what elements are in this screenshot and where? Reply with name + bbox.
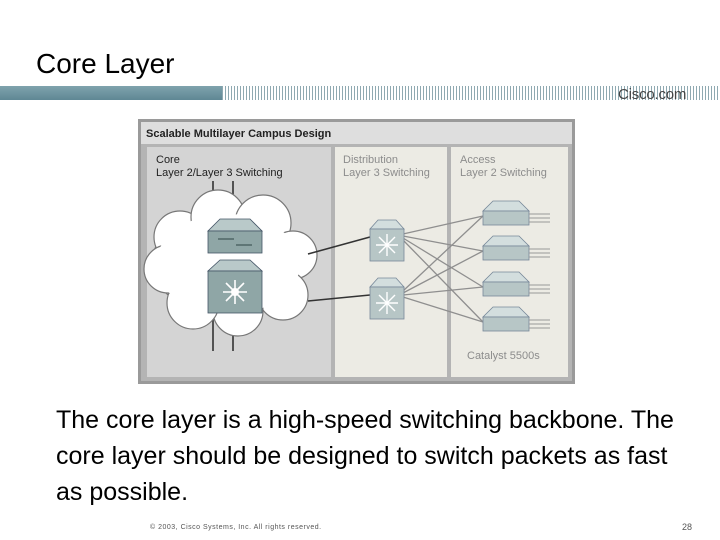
core-distribution-links (307, 236, 371, 302)
distribution-switch-icon (369, 277, 405, 320)
body-text: The core layer is a high-speed switching… (56, 406, 674, 506)
slide-title: Core Layer (36, 48, 175, 79)
core-sublabel: Layer 2/Layer 3 Switching (156, 167, 283, 179)
access-panel (451, 147, 568, 377)
header-bar-stripes (222, 86, 720, 100)
cisco-logo: Cisco.com (618, 86, 687, 103)
product-label: Catalyst 5500s (467, 350, 540, 362)
page-number: 28 (682, 522, 693, 532)
core-multilayer-switch-icon (206, 259, 264, 314)
access-label: Access (460, 154, 496, 166)
access-switch-icon (482, 306, 550, 332)
access-switch-icon (482, 200, 550, 226)
header-bar (0, 86, 222, 100)
distribution-switch-icon (369, 219, 405, 262)
diagram-title: Scalable Multilayer Campus Design (146, 128, 332, 140)
distribution-label: Distribution (343, 154, 398, 166)
distribution-sublabel: Layer 3 Switching (343, 167, 430, 179)
core-label: Core (156, 154, 180, 166)
access-switch-icon (482, 235, 550, 261)
access-switch-icon (482, 271, 550, 297)
distribution-panel (335, 147, 447, 377)
campus-design-diagram: Scalable Multilayer Campus Design Core L… (138, 119, 575, 384)
access-sublabel: Layer 2 Switching (460, 167, 547, 179)
core-switch-icon (207, 218, 263, 254)
copyright-footer: © 2003, Cisco Systems, Inc. All rights r… (150, 524, 322, 531)
diagram-header (141, 122, 572, 144)
distribution-access-links (402, 215, 484, 323)
